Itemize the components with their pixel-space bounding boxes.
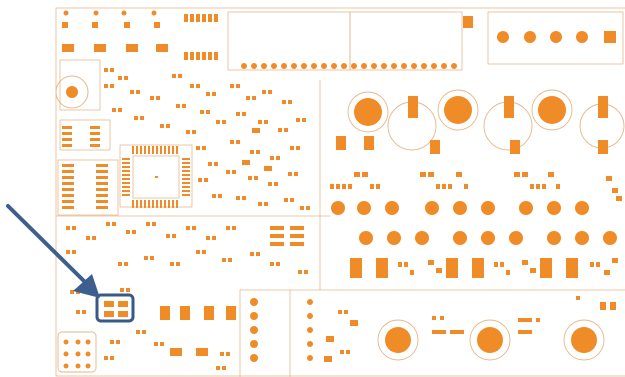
highlighted-component [104, 301, 128, 317]
main-qfp-chip [122, 146, 190, 208]
round-component-left [55, 75, 89, 109]
top-left-connectors [62, 10, 473, 60]
top-right-connector [497, 31, 616, 43]
left-soic-packages [62, 126, 108, 209]
large-round-components-top-right [336, 89, 625, 154]
round-pad-rows [331, 201, 617, 245]
right-mid-passives [330, 172, 622, 201]
pin-header-row [241, 63, 457, 69]
pointer-arrow-icon [6, 204, 100, 298]
right-lower-smd-rows [350, 258, 618, 278]
small-passive-components-left [104, 68, 310, 210]
highlight-box [95, 293, 135, 323]
bottom-left-connector [57, 331, 97, 373]
large-round-components-bottom-right [324, 296, 616, 362]
silkscreen-outlines [55, 7, 625, 377]
bottom-left-components [66, 222, 308, 370]
bottom-middle-pad-column [250, 298, 313, 362]
